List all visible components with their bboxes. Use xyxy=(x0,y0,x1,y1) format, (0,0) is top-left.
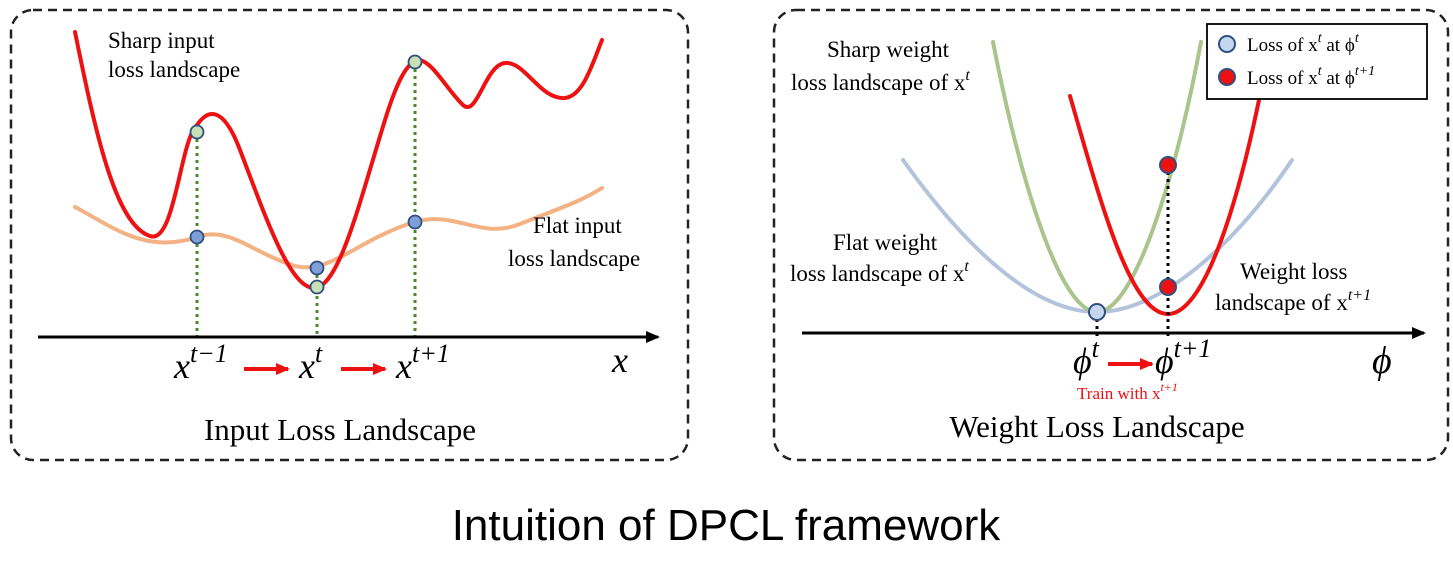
tick-phi-t: ϕt xyxy=(1073,334,1100,381)
legend-box xyxy=(1206,23,1428,100)
sharp-weight-label: Sharp weight loss landscape of xt xyxy=(791,37,970,95)
legend: Loss of xt at ϕt Loss of xt at ϕt+1 xyxy=(1206,23,1428,100)
legend-entry-phi-t: Loss of xt at ϕt xyxy=(1247,31,1360,56)
sharp-input-label: Sharp input loss landscape xyxy=(108,28,240,82)
flat-loss-at-phi-t-plus-1 xyxy=(1159,278,1177,296)
sharp-point-x-t-minus-1 xyxy=(189,124,205,140)
left-panel-frame xyxy=(9,8,690,462)
flat-point-x-t-minus-1 xyxy=(189,229,205,245)
train-note: Train with xt+1 xyxy=(1077,380,1178,403)
left-panel-caption: Input Loss Landscape xyxy=(204,412,476,447)
right-panel: Sharp weight loss landscape of xt Flat w… xyxy=(772,8,1450,462)
sharp-point-x-t-plus-1 xyxy=(407,54,423,70)
new-weight-label: Weight loss landscape of xt+1 xyxy=(1215,259,1371,315)
right-panel-frame xyxy=(772,8,1450,462)
sharp-input-curve xyxy=(73,30,604,290)
right-axis-label: ϕ xyxy=(1372,340,1392,382)
flat-input-label: Flat input loss landscape xyxy=(508,213,640,271)
figure-title: Intuition of DPCL framework xyxy=(452,501,1002,550)
left-axis-label: x xyxy=(611,340,628,380)
tick-x-t-plus-1: xt+1 xyxy=(395,339,450,386)
legend-marker-phi-t-plus-1 xyxy=(1218,68,1236,86)
loss-at-phi-t xyxy=(1088,303,1106,321)
left-panel: Sharp input loss landscape Flat input lo… xyxy=(9,8,690,462)
tick-x-t-minus-1: xt−1 xyxy=(173,339,228,386)
sharp-point-x-t xyxy=(309,279,325,295)
legend-marker-phi-t xyxy=(1218,35,1236,53)
flat-point-x-t-plus-1 xyxy=(407,214,423,230)
flat-weight-label: Flat weight loss landscape of xt xyxy=(790,230,969,286)
right-panel-caption: Weight Loss Landscape xyxy=(949,409,1244,444)
legend-entry-phi-t-plus-1: Loss of xt at ϕt+1 xyxy=(1247,64,1375,89)
sharp-loss-at-phi-t-plus-1 xyxy=(1159,156,1177,174)
flat-point-x-t xyxy=(309,260,325,276)
sharp-weight-curve xyxy=(991,40,1203,315)
tick-x-t: xt xyxy=(298,339,323,386)
tick-phi-t-plus-1: ϕt+1 xyxy=(1155,334,1211,381)
